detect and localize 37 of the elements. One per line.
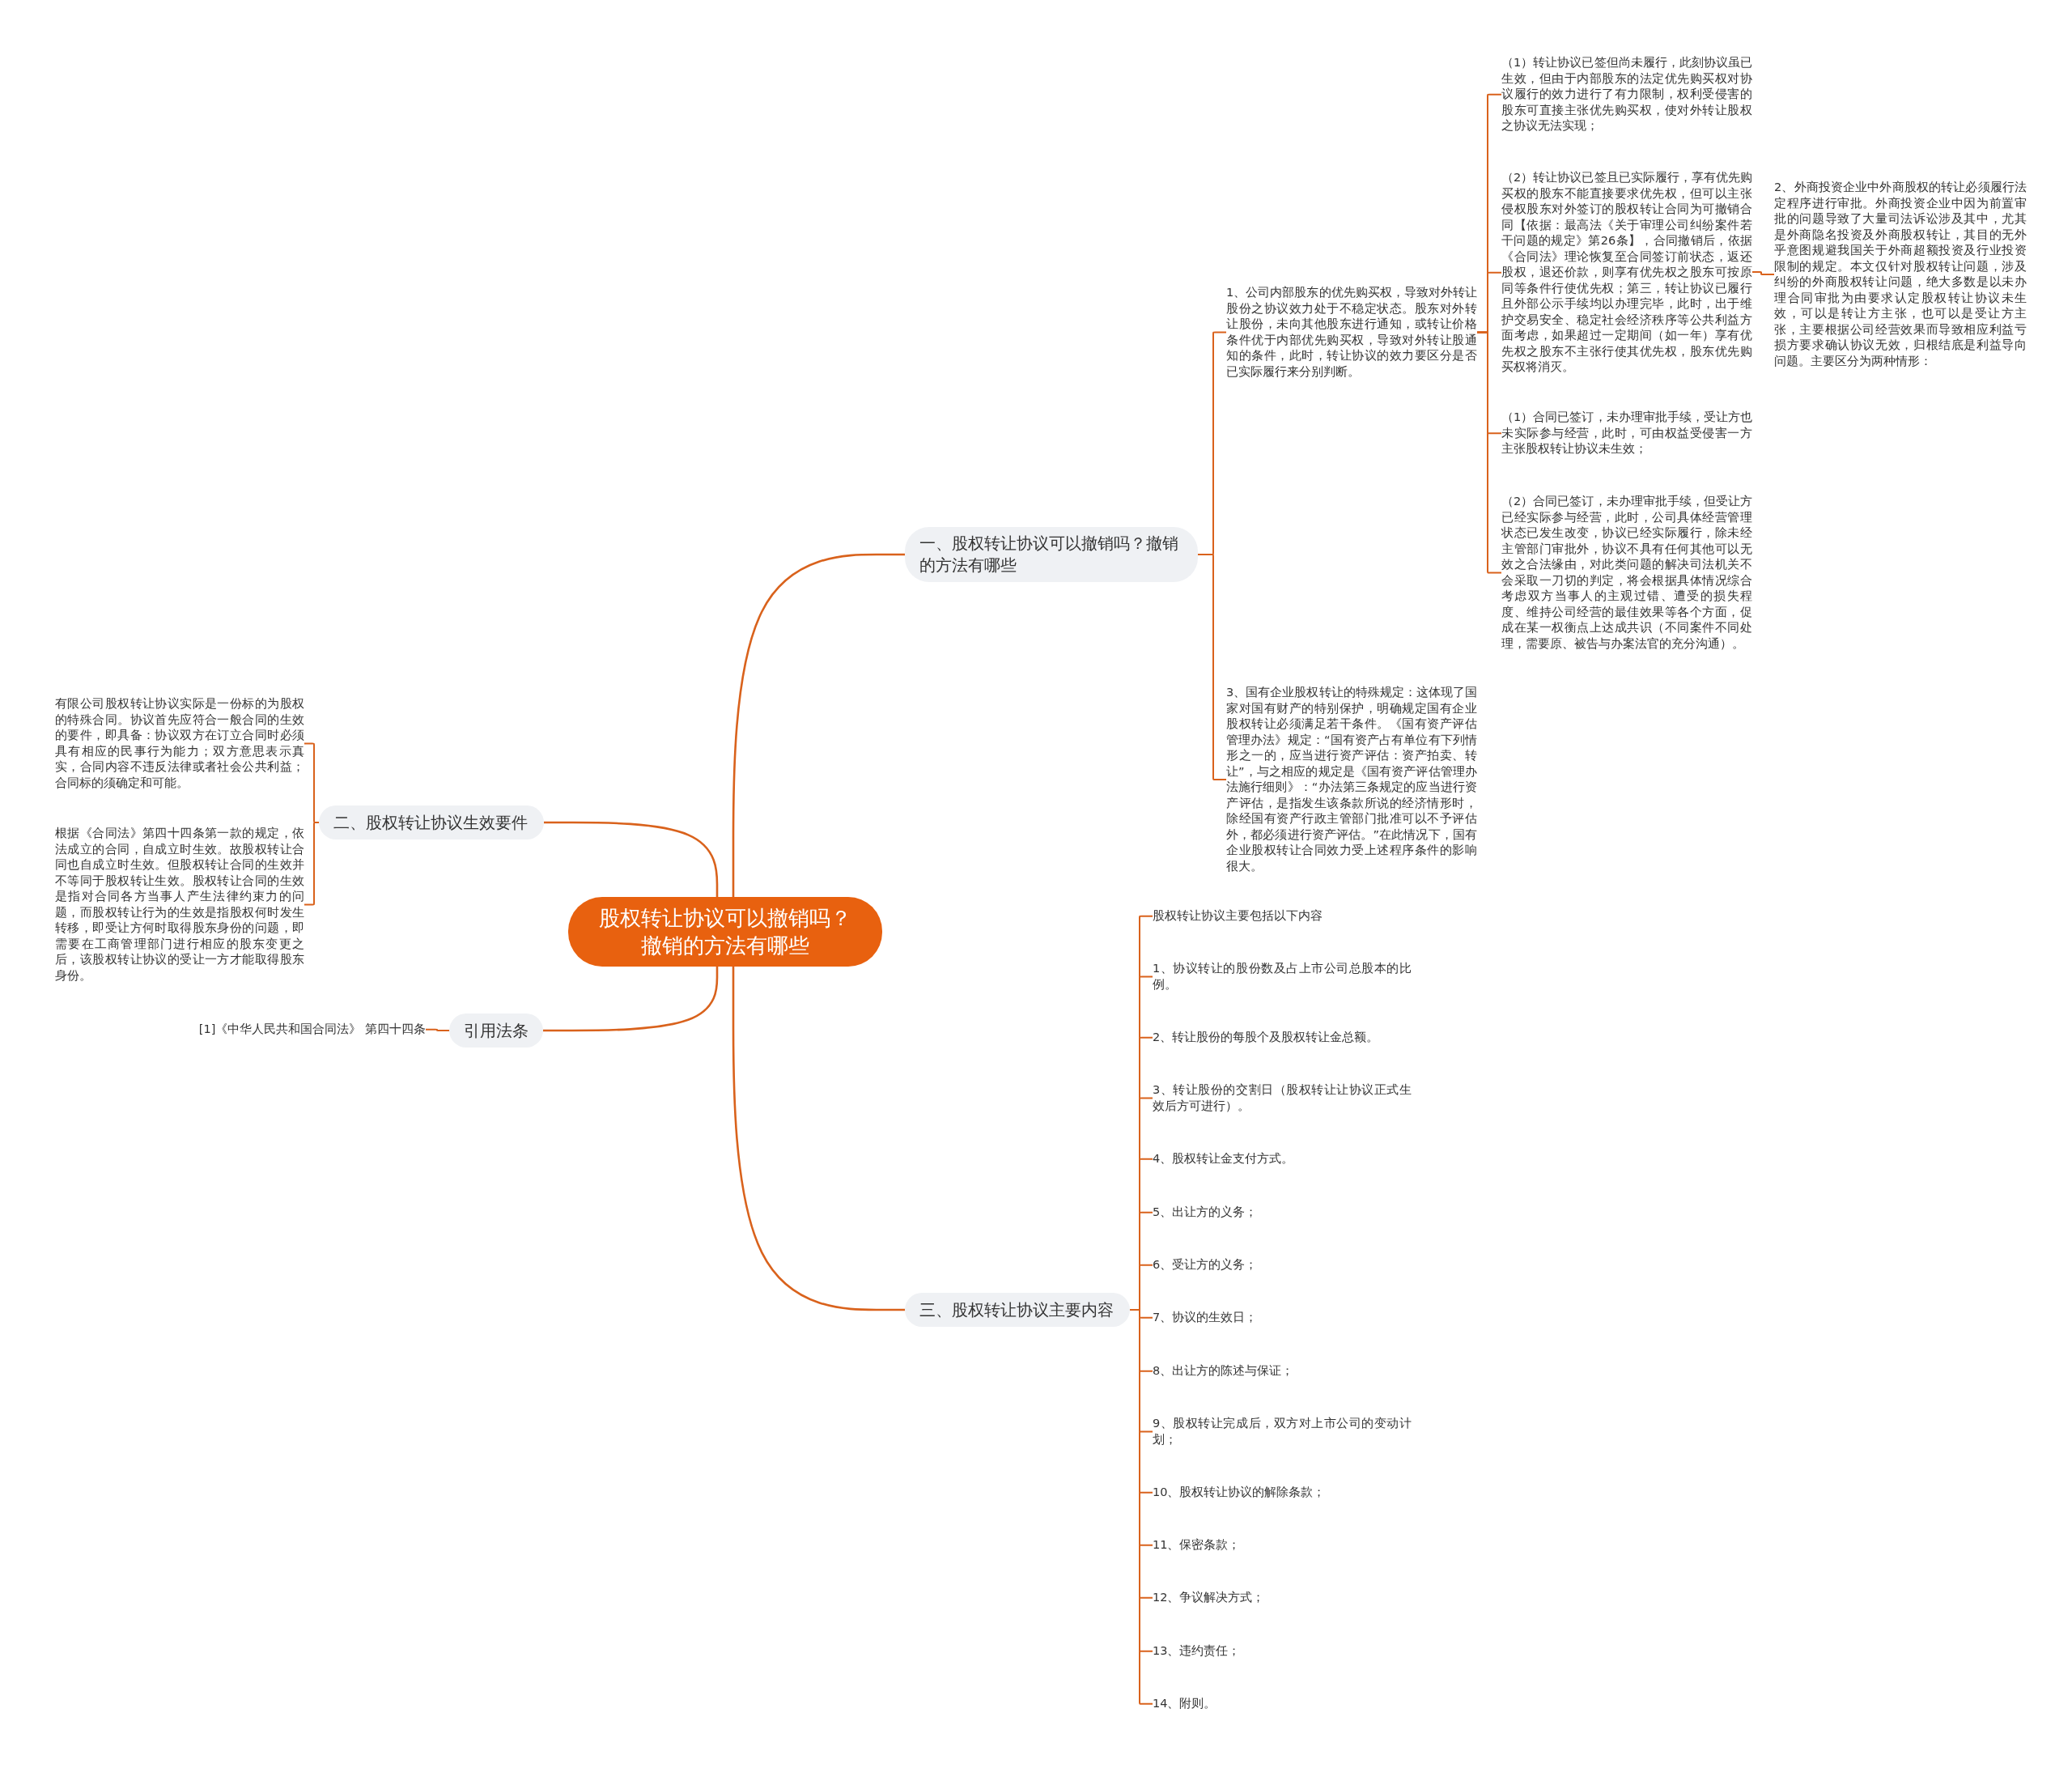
central-topic: 股权转让协议可以撤销吗？撤销的方法有哪些 [568,897,882,967]
connector [732,967,905,1311]
topic-text: 根据《合同法》第四十四条第一款的规定，依法成立的合同，自成立时生效。故股权转让合同也自成立时生效。但股权转让合同的生效并不等同于股权转让生效。股权转让合同的生效是指对合同各方当事人产生法律约束力的问题，而股权转让行为的生效是指股权何时发生转移，即受让方何时取得股东身份的问题，即需要在工商管理部门进行相应的股东变更之后，该股权转让协议的受让一方才能取得股东身份。 [55,826,304,984]
connector [425,1028,450,1031]
topic-text: 7、协议的生效日； [1153,1310,1412,1326]
branch-topic: 引用法条 [449,1014,543,1048]
topic-text: 8、出让方的陈述与保证； [1153,1363,1412,1379]
topic-text: 1、协议转让的股份数及占上市公司总股本的比例。 [1153,961,1412,992]
topic-text: （2）转让协议已签且已实际履行，享有优先购买权的股东不能直接要求优先权，但可以主张侵权股东对外签订的股权转让合同为可撤销合同【依据：最高法《关于审理公司纠纷案件若干问题的规定》第26条】，合同撤销后，依据《合同法》理论恢复至合同签订前状态，返还股权，退还价款，则享有优先权之股东可按原同等条件行使优先权；第三，转让协议已履行且外部公示手续均以办理完毕，此时，出于维护交易安全、稳定社会经济秩序等公共利益方面考虑，如果超过一定期间（如一年）享有优先权之股东不主张行使其优先权，股东优先购买权将消灭。 [1501,170,1752,376]
branch-topic: 二、股权转让协议生效要件 [319,805,544,839]
topic-text: （2）合同已签订，未办理审批手续，但受让方已经实际参与经营，此时，公司具体经营管理状态已发生改变，协议已经实际履行，除未经主管部门审批外，协议不具有任何其他可以无效之合法缘由，对此类问题的解决司法机关不会采取一刀切的判定，将会根据具体情况综合考虑双方当事人的主观过错、遭受的损失程度、维持公司经营的最佳效果等各个方面，促成在某一权衡点上达成共识（不同案件不同处理，需要原、被告与办案法官的充分沟通）。 [1501,494,1752,652]
topic-text: 11、保密条款； [1153,1537,1412,1553]
topic-text: 10、股权转让协议的解除条款； [1153,1485,1412,1501]
connector [543,967,719,1032]
connector [1751,271,1775,275]
topic-text: 3、国有企业股权转让的特殊规定：这体现了国家对国有财产的特别保护，明确规定国有企业股权转让必须满足若干条件。《国有资产评估管理办法》规定：“国有资产占有单位有下列情形之一的，应当进行资产评估：资产拍卖、转让”，与之相应的规定是《国有资产评估管理办法施行细则》：“办法第三条规定的应当进行资产评估，是指发生该条款所说的经济情形时，除经国有资产行政主管部门批准可以不予评估外，都必须进行资产评估。”在此情况下，国有企业股权转让合同效力受上述程序条件的影响很大。 [1226,685,1477,874]
branch-topic: 一、股权转让协议可以撤销吗？撤销的方法有哪些 [905,527,1198,582]
topic-text: 13、违约责任； [1153,1643,1412,1660]
topic-text: 5、出让方的义务； [1153,1205,1412,1221]
topic-text: 12、争议解决方式； [1153,1590,1412,1606]
topic-text: [1]《中华人民共和国合同法》 第四十四条 [186,1022,426,1038]
topic-text: 4、股权转让金支付方式。 [1153,1151,1412,1167]
topic-text: 1、公司内部股东的优先购买权，导致对外转让股份之协议效力处于不稳定状态。股东对外转让股份，未向其他股东进行通知，或转让价格条件优于内部优先购买权，导致对外转让股通知的条件，此时，转让协议的效力要区分是否已实际履行来分别判断。 [1226,285,1477,380]
connector [732,553,905,897]
topic-text: 9、股权转让完成后，双方对上市公司的变动计划； [1153,1416,1412,1447]
topic-text: （1）转让协议已签但尚未履行，此刻协议虽已生效，但由于内部股东的法定优先购买权对协议履行的效力进行了有力限制，权利受侵害的股东可直接主张优先购买权，使对外转让股权之协议无法实现； [1501,55,1752,134]
topic-text: 2、转让股份的每股个及股权转让金总额。 [1153,1030,1412,1046]
topic-text: （1）合同已签订，未办理审批手续，受让方也未实际参与经营，此时，可由权益受侵害一方主张股权转让协议未生效； [1501,410,1752,457]
topic-text: 有限公司股权转让协议实际是一份标的为股权的特殊合同。协议首先应符合一般合同的生效的要件，即具备：协议双方在订立合同时必须具有相应的民事行为能力；双方意思表示真实，合同内容不违反法律或者社会公共利益；合同标的须确定和可能。 [55,696,304,791]
branch-topic: 三、股权转让协议主要内容 [905,1293,1130,1327]
connector [544,821,719,897]
topic-text: 14、附则。 [1153,1696,1412,1712]
topic-text: 2、外商投资企业中外商股权的转让必须履行法定程序进行审批。外商投资企业中因为前置审批的问题导致了大量司法诉讼涉及其中，尤其是外商隐名投资及外商股权转让，其目的无外乎意图规避我国关于外商超额投资及行业投资限制的规定。本文仅针对股权转让问题，涉及纠纷的外商股权转让问题，绝大多数是以未办理合同审批为由要求认定股权转让协议未生效，可以是转让方主张，也可以是受让方主张，主要根据公司经营效果而导致相应利益亏损方要求确认协议无效，归根结底是利益导向问题。主要区分为两种情形： [1774,180,2027,369]
topic-text: 股权转让协议主要包括以下内容 [1153,908,1412,924]
topic-text: 3、转让股份的交割日（股权转让让协议正式生效后方可进行）。 [1153,1082,1412,1114]
topic-text: 6、受让方的义务； [1153,1257,1412,1273]
connector [1197,554,1227,780]
